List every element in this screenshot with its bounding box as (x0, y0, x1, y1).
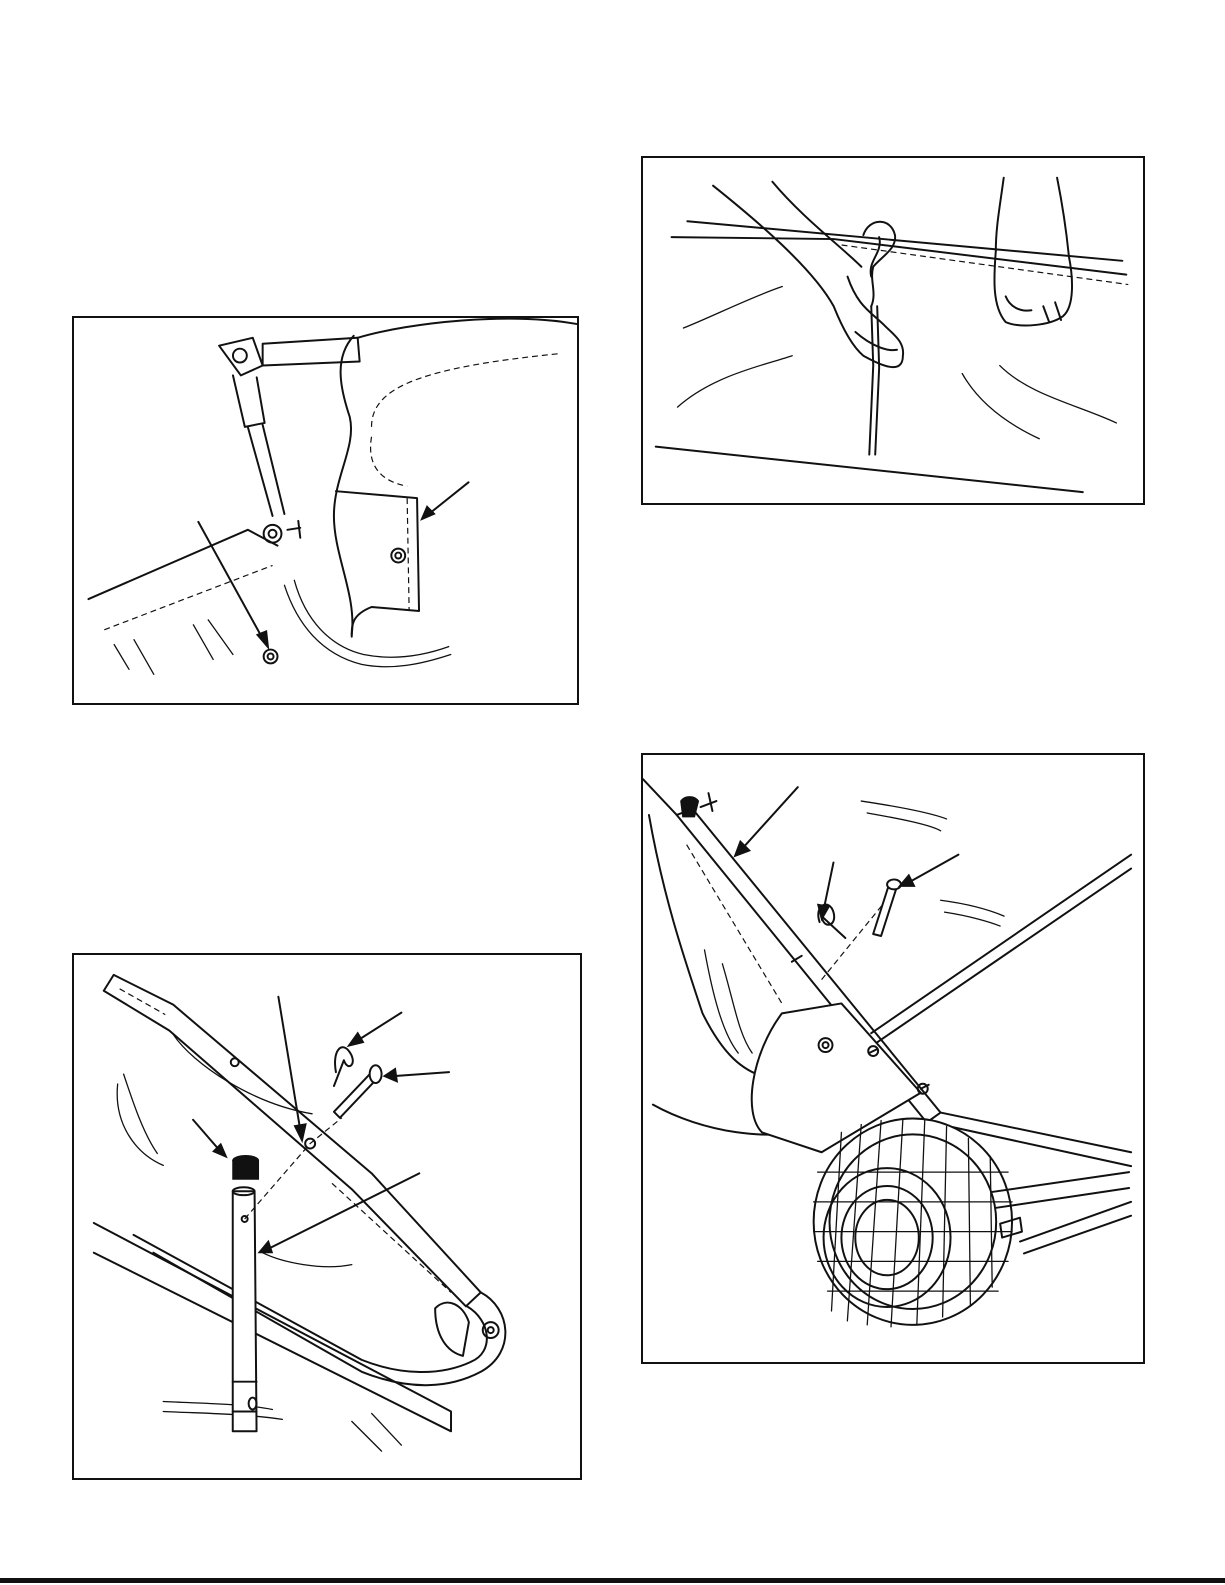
figure-2-tying-cord (641, 156, 1145, 505)
figure-4-handle-wheel-assembly (641, 753, 1145, 1364)
bottom-rule (0, 1578, 1225, 1583)
figure-1-illustration (74, 318, 577, 703)
figure-1-handle-bag-attachment (72, 316, 579, 705)
figure-4-illustration (643, 755, 1143, 1362)
figure-2-illustration (643, 158, 1143, 503)
figure-3-illustration (74, 955, 580, 1478)
figure-3-handle-tube-assembly (72, 953, 582, 1480)
